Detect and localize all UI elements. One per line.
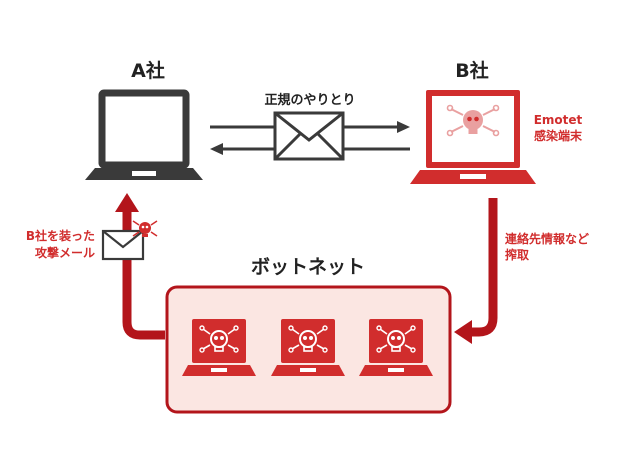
- laptop-icon-company-a: [85, 89, 203, 180]
- skull-icon-attack: [132, 220, 158, 237]
- company-a-label: A社: [131, 59, 165, 82]
- envelope-icon-normal: [273, 111, 345, 161]
- laptop-icon-botnet-2: [271, 319, 345, 376]
- botnet-laptops: [182, 319, 433, 376]
- attack-mail-line1: B社を装った: [26, 228, 95, 243]
- emotet-tag-line1: Emotet: [534, 113, 583, 127]
- company-b-label: B社: [455, 59, 488, 82]
- botnet-label: ボットネット: [251, 256, 365, 278]
- steal-info-line2: 搾取: [505, 247, 529, 262]
- normal-exchange-label: 正規のやりとり: [264, 93, 355, 108]
- skull-icon-company-b: [446, 104, 500, 137]
- laptop-icon-botnet-3: [359, 319, 433, 376]
- arrow-icon-steal: [454, 198, 498, 344]
- emotet-tag-line2: 感染端末: [534, 128, 583, 143]
- envelope-icon-attack: [101, 229, 145, 261]
- attack-mail-line2: 攻撃メール: [35, 245, 95, 260]
- laptop-icon-company-b: [410, 90, 536, 184]
- steal-info-line1: 連絡先情報など: [505, 231, 589, 246]
- arrow-icon-attack: [115, 193, 165, 340]
- laptop-icon-botnet-1: [182, 319, 256, 376]
